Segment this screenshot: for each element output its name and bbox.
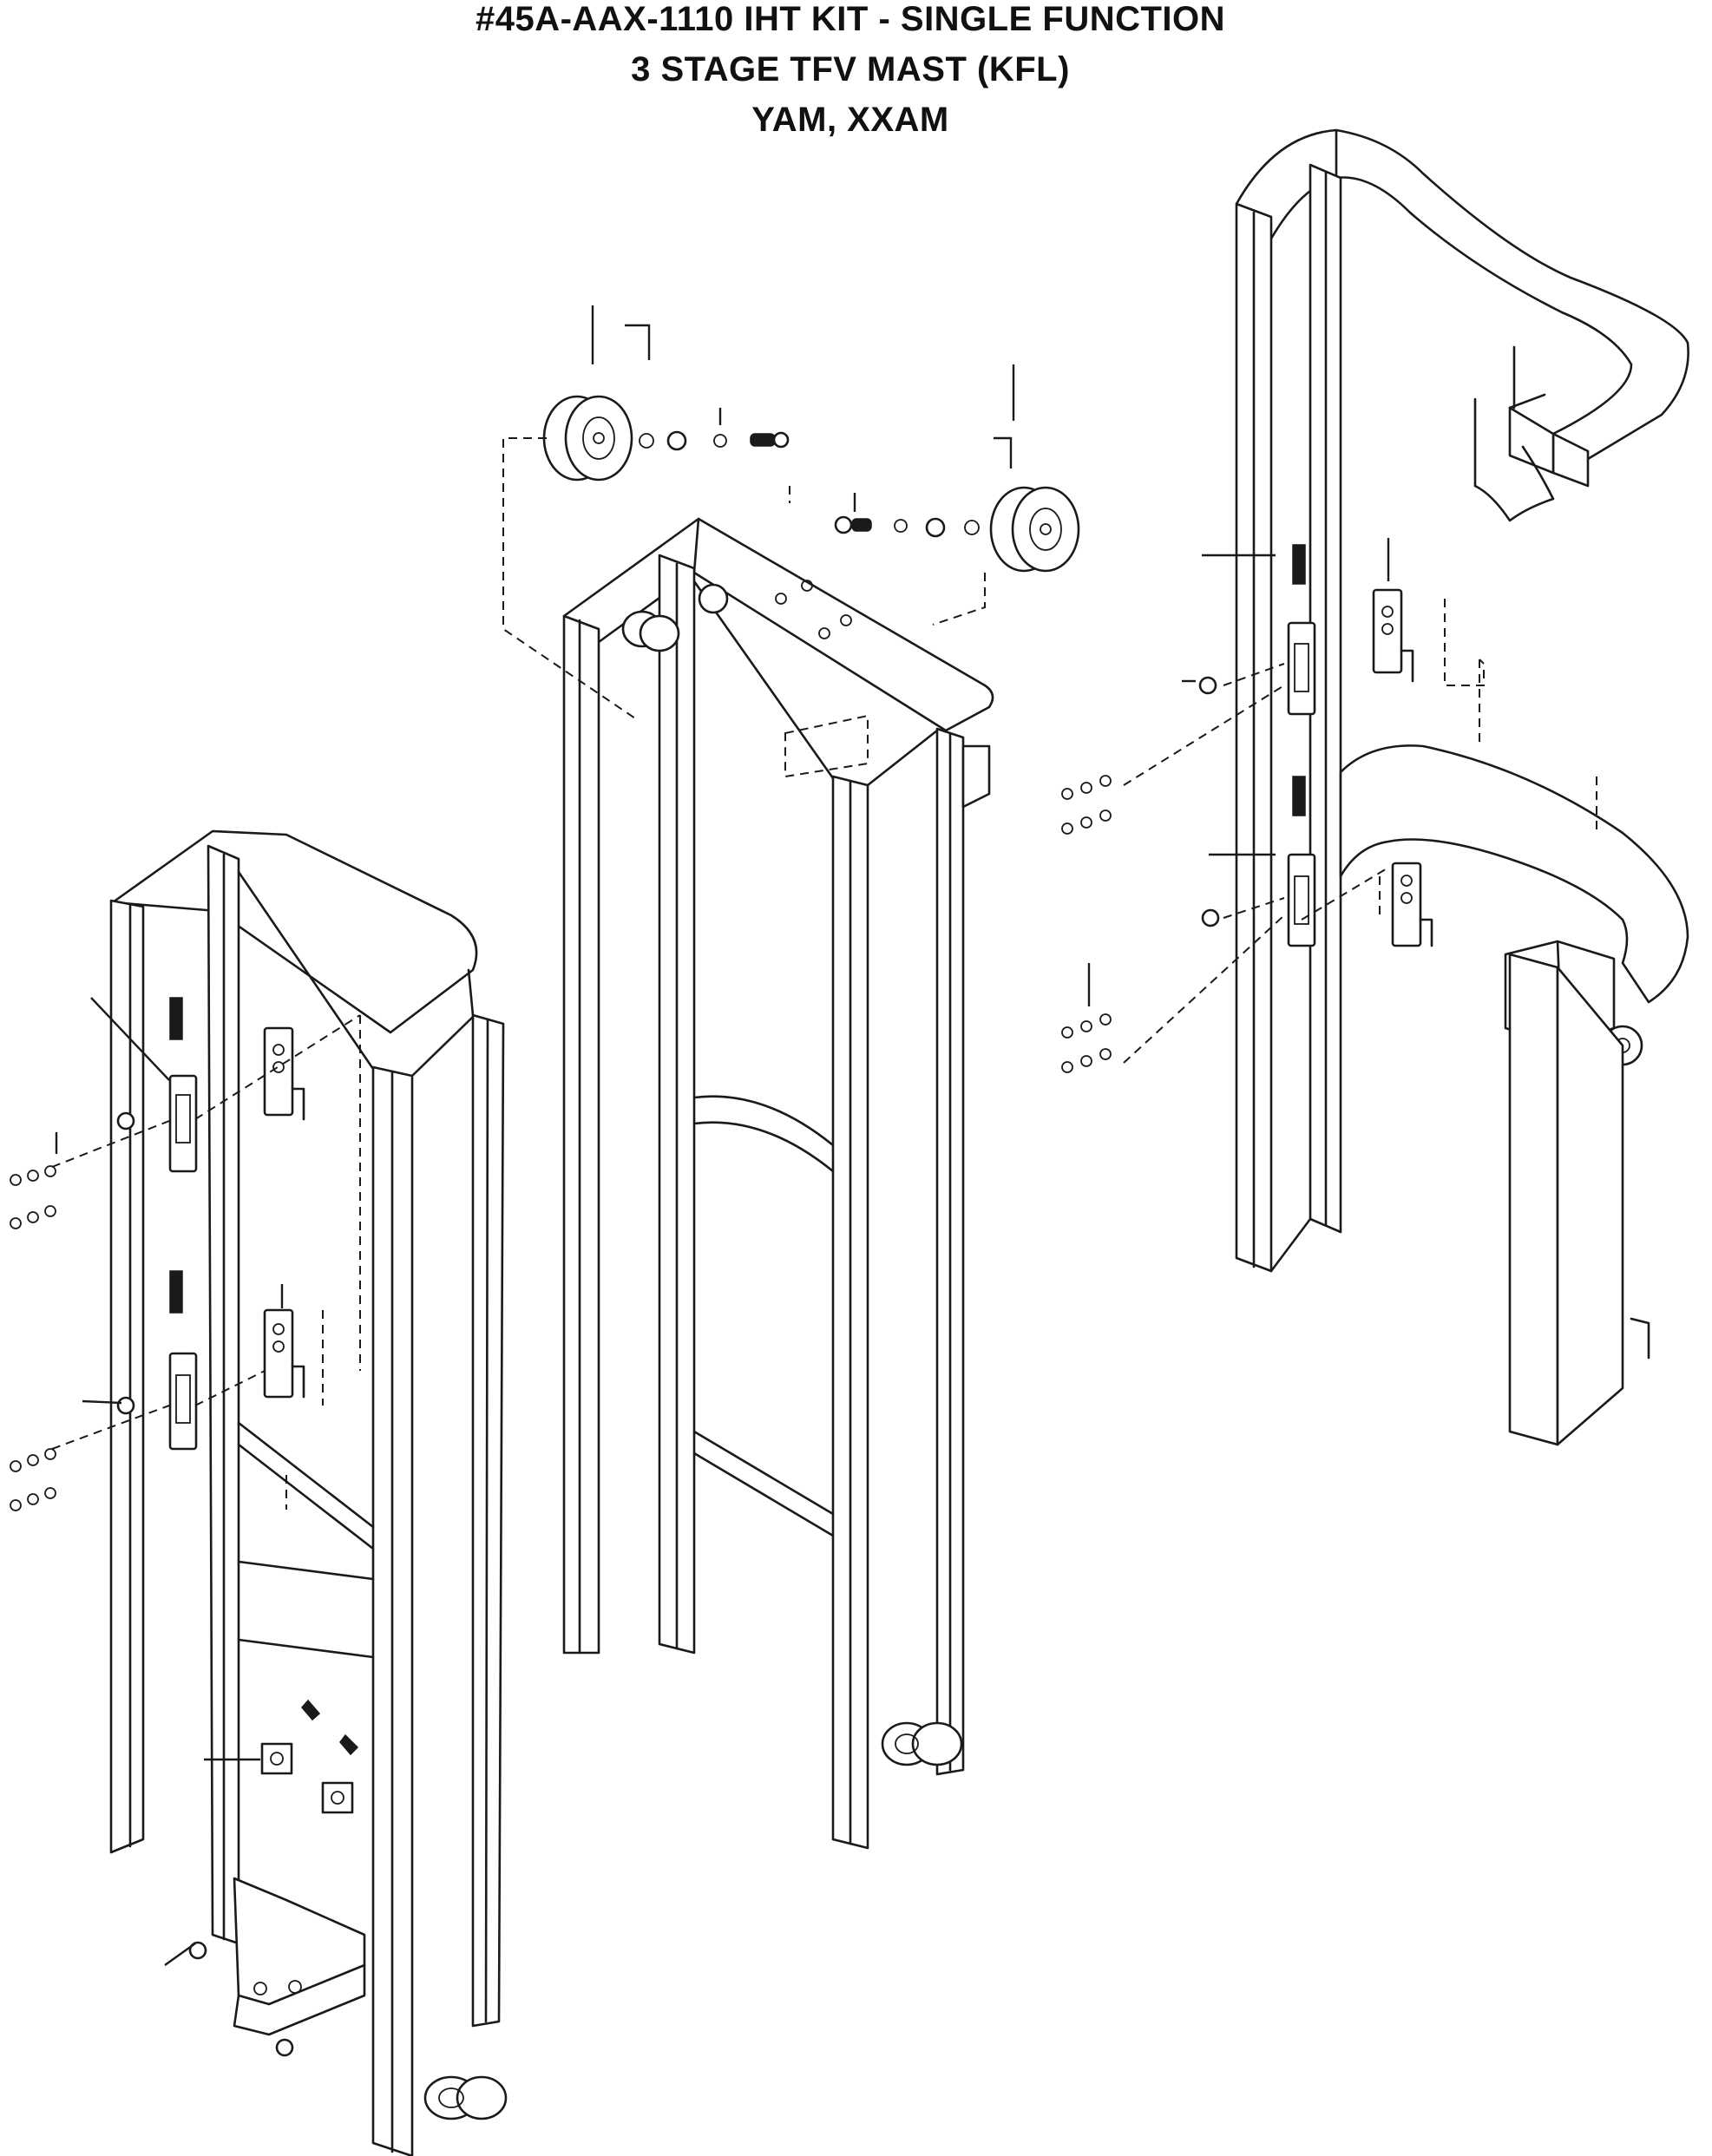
right-section-brackets (1198, 544, 1433, 947)
diagram-title-block: #45A-AAX-1110 IHT KIT - SINGLE FUNCTION … (0, 0, 1712, 147)
right-section-hardware (1061, 775, 1112, 1073)
center-section-leader-lines (591, 305, 1015, 512)
outer-mast-rail-assembly (109, 829, 508, 2156)
left-section-brackets (116, 997, 359, 2057)
sheave-assembly-left (542, 395, 790, 482)
right-section-dashed-lines (1123, 599, 1597, 1064)
left-section-dashed-lines (51, 1014, 361, 1510)
intermediate-mast-assembly (562, 517, 994, 1850)
right-section-leader-lines (1087, 538, 1390, 1006)
diagram-title-line-2: 3 STAGE TFV MAST (KFL) (631, 50, 1070, 88)
diagram-title-line-1: #45A-AAX-1110 IHT KIT - SINGLE FUNCTION (475, 0, 1226, 38)
sheave-assembly-right (834, 486, 1080, 573)
diagram-title-line-3: YAM, XXAM (751, 101, 949, 139)
left-section-leader-lines (55, 997, 284, 1966)
left-section-hardware (10, 1165, 56, 1511)
center-section-dashed-lines (502, 437, 986, 778)
inner-mast-assembly (1235, 128, 1689, 1446)
